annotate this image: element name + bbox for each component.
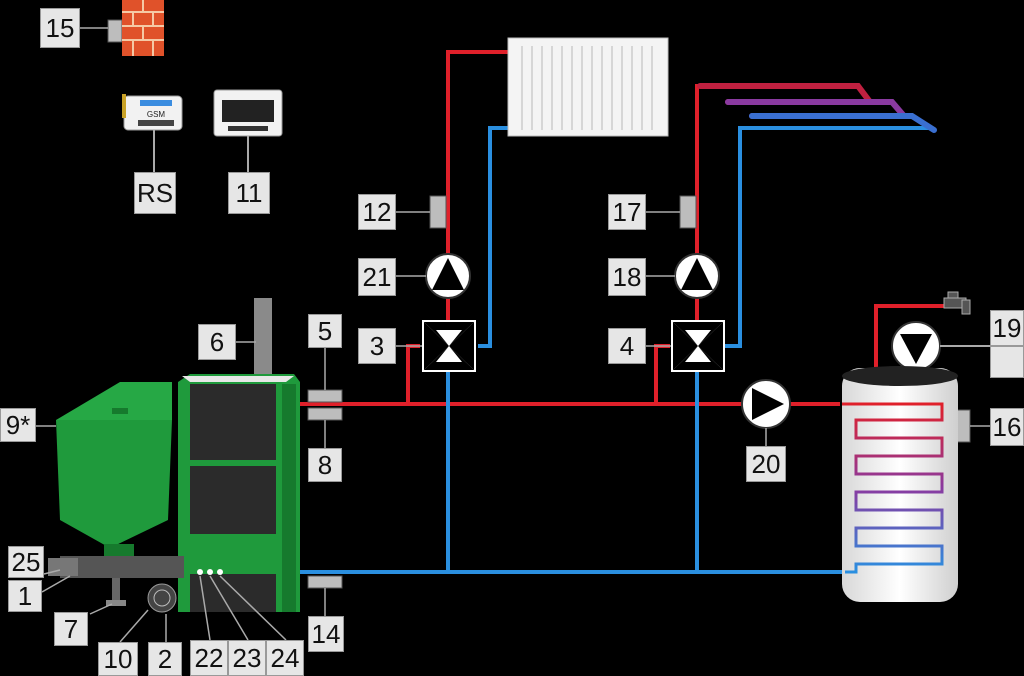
ground-box [990, 346, 1024, 378]
label-16: 16 [990, 408, 1024, 446]
label-2: 2 [148, 642, 182, 676]
label-10: 10 [98, 642, 138, 676]
label-17: 17 [608, 194, 646, 230]
gsm-module-icon: GSM [122, 94, 183, 131]
floor-heating-icon [697, 83, 937, 133]
label-8: 8 [308, 448, 342, 482]
label-3: 3 [358, 328, 396, 364]
label-24: 24 [266, 640, 304, 676]
label-19: 19 [990, 310, 1024, 346]
hot-water-tank-icon [842, 366, 958, 602]
pump-20-icon [741, 379, 791, 429]
label-4: 4 [608, 328, 646, 364]
pump-21-icon [425, 253, 471, 299]
label-14: 14 [308, 616, 344, 652]
label-rs: RS [134, 172, 176, 214]
label-18: 18 [608, 258, 646, 296]
label-15: 15 [40, 8, 80, 48]
label-7: 7 [54, 612, 88, 646]
gsm-text: GSM [147, 110, 166, 119]
label-5: 5 [308, 314, 342, 348]
temperature-sensors [107, 19, 971, 589]
label-9: 9* [0, 408, 36, 442]
pump-18-icon [674, 253, 720, 299]
label-11: 11 [228, 172, 270, 214]
label-12: 12 [358, 194, 396, 230]
room-controller-icon [213, 89, 283, 137]
label-25: 25 [8, 546, 44, 578]
burner-feeder-icon [48, 556, 184, 613]
pump-19-icon [891, 321, 941, 371]
brick-wall-icon [122, 0, 164, 56]
label-23: 23 [228, 640, 266, 676]
mixing-valve-4-icon [671, 320, 725, 372]
label-1: 1 [8, 580, 42, 612]
label-6: 6 [198, 324, 236, 360]
radiator-icon [507, 37, 669, 137]
boiler-icon [178, 298, 300, 612]
label-20: 20 [746, 446, 786, 482]
leader-lines [34, 27, 990, 643]
label-21: 21 [358, 258, 396, 296]
fuel-hopper-icon [56, 382, 172, 558]
water-tap-icon [943, 291, 971, 315]
label-22: 22 [190, 640, 228, 676]
mixing-valve-3-icon [422, 320, 476, 372]
